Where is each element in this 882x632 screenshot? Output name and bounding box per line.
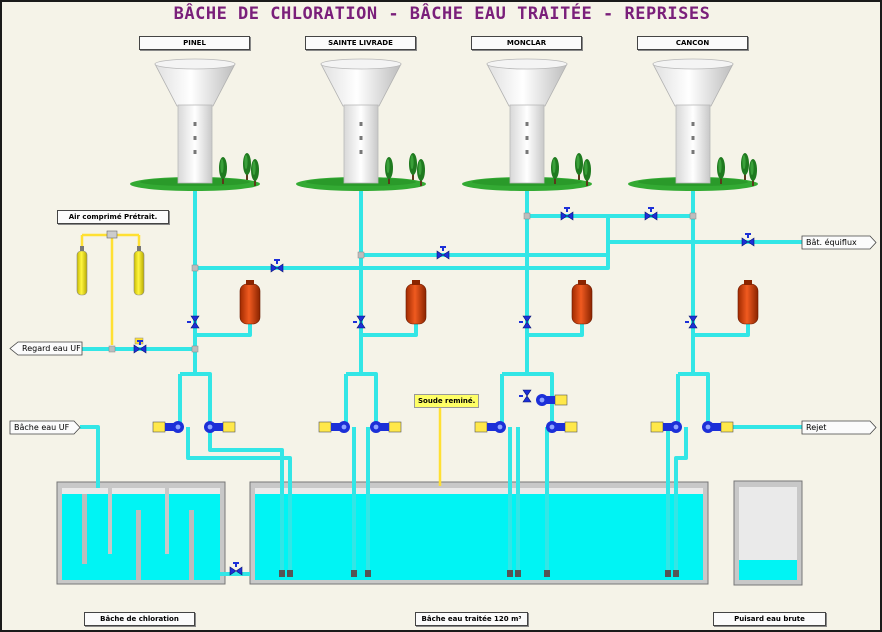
compressed-air-label: Air comprimé Prétrait.: [57, 210, 169, 224]
hydrophore-tank-4[interactable]: [737, 279, 759, 325]
tower-label-pinel: PINEL: [139, 36, 250, 50]
arrow-label-boxes: [9, 235, 877, 435]
page-title: BÂCHE DE CHLORATION - BÂCHE EAU TRAITÉE …: [173, 4, 711, 24]
tank-chloration-label: Bâche de chloration: [84, 612, 195, 626]
water-tower-monclar: [462, 59, 592, 191]
water-tower-sainte-livrade: [296, 59, 426, 191]
tank-chloration: [56, 481, 226, 585]
bat-equiflux-label: Bât. équiflux: [806, 238, 857, 247]
water-tower-pinel: [130, 59, 260, 191]
pump-sainte-livrade-2[interactable]: [369, 420, 402, 434]
water-tower-cancon: [628, 59, 758, 191]
hydrophore-tank-1[interactable]: [239, 279, 261, 325]
valve-monclar-discharge[interactable]: [518, 389, 532, 403]
pump-monclar-1[interactable]: [474, 420, 507, 434]
hydrophore-tank-3[interactable]: [571, 279, 593, 325]
pump-monclar-2[interactable]: [545, 420, 578, 434]
regard-uf-label: Regard eau UF: [22, 344, 81, 353]
valve-manifold-3[interactable]: [560, 206, 574, 221]
tower-label-sainte-livrade: SAINTE LIVRADE: [305, 36, 416, 50]
tank-raw-label: Puisard eau brute: [713, 612, 826, 626]
soude-note: Soude reminé.: [414, 394, 480, 408]
pump-pinel-1[interactable]: [152, 420, 185, 434]
air-cylinder-2: [133, 245, 145, 296]
pump-pinel-2[interactable]: [203, 420, 236, 434]
tank-raw-water: [733, 480, 803, 586]
air-cylinder-1: [76, 245, 88, 296]
rejet-label: Rejet: [806, 423, 827, 432]
tank-treated-label: Bâche eau traitée 120 m³: [415, 612, 528, 626]
pump-sainte-livrade-1[interactable]: [318, 420, 351, 434]
valve-manifold-4[interactable]: [644, 206, 658, 221]
hydrophore-tank-2[interactable]: [405, 279, 427, 325]
valve-manifold-1[interactable]: [270, 258, 284, 273]
valve-manifold-2[interactable]: [436, 245, 450, 260]
pump-cancon-2[interactable]: [701, 420, 734, 434]
tower-label-cancon: CANCON: [637, 36, 748, 50]
valve-equiflux[interactable]: [741, 232, 755, 247]
bache-uf-label: Bâche eau UF: [14, 423, 70, 432]
tank-treated-water: [249, 481, 709, 585]
pipe-network: [80, 189, 802, 576]
tower-label-monclar: MONCLAR: [471, 36, 582, 50]
